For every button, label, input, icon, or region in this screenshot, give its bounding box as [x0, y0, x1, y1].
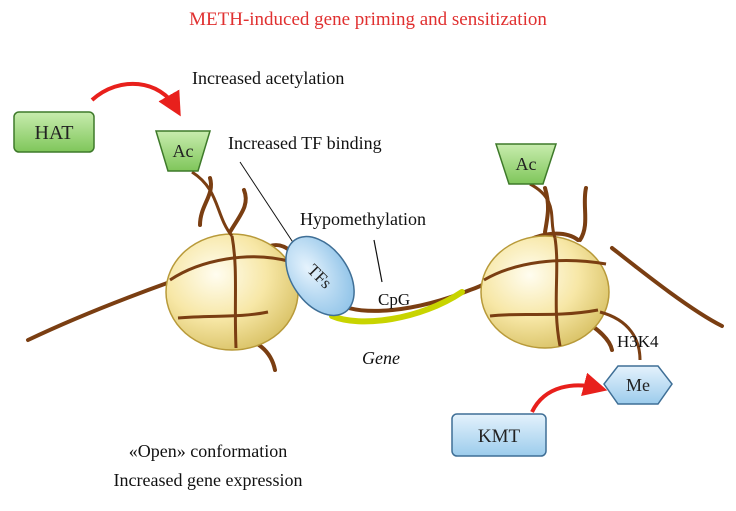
increased-acetylation-label: Increased acetylation — [192, 68, 344, 88]
me-label: Me — [626, 375, 650, 395]
hat-label: HAT — [35, 122, 74, 144]
nucleosome-left — [165, 233, 299, 351]
diagram-title: METH-induced gene priming and sensitizat… — [189, 9, 547, 30]
kmt-label: KMT — [478, 426, 521, 447]
h3k4-label: H3K4 — [617, 332, 659, 351]
gene-segment — [329, 289, 465, 325]
tf-binding-leader — [239, 161, 299, 251]
ac-left-label: Ac — [173, 141, 194, 161]
gene-label: Gene — [362, 348, 400, 368]
nucleosome-right — [480, 235, 610, 349]
increased-expression-label: Increased gene expression — [114, 470, 303, 490]
open-conformation-label: «Open» conformation — [129, 441, 287, 461]
ac-mark-right: Ac — [494, 143, 558, 185]
kmt-box: KMT — [451, 413, 547, 457]
hypomethylation-label: Hypomethylation — [300, 209, 426, 229]
increased-tf-binding-label: Increased TF binding — [228, 133, 382, 153]
histone-tail-left — [191, 170, 234, 237]
hat-arrow — [90, 81, 181, 117]
histone-tail-h3k4 — [599, 310, 642, 361]
tfs-ellipse: TFs — [285, 235, 355, 317]
ac-mark-left: Ac — [154, 130, 212, 172]
histone-tail-right — [529, 182, 557, 239]
cpg-leader — [373, 239, 383, 283]
ac-right-label: Ac — [516, 154, 537, 174]
cpg-label: CpG — [378, 290, 410, 309]
hat-box: HAT — [13, 111, 95, 153]
kmt-arrow — [530, 372, 608, 413]
me-hexagon: Me — [603, 365, 673, 405]
